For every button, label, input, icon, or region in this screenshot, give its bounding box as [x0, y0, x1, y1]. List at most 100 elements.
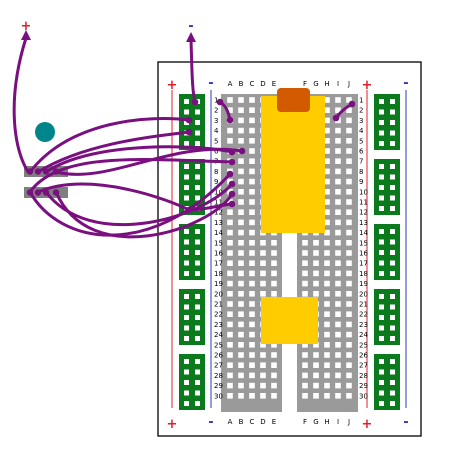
rail-hole[interactable] — [379, 401, 384, 406]
breadboard-hole[interactable] — [271, 393, 277, 399]
breadboard-hole[interactable] — [238, 321, 244, 328]
breadboard-hole[interactable] — [249, 342, 255, 348]
breadboard-hole[interactable] — [324, 321, 330, 328]
rail-hole[interactable] — [379, 206, 384, 211]
rail-hole[interactable] — [195, 401, 200, 406]
wire-endpoint[interactable] — [228, 158, 236, 166]
breadboard-hole[interactable] — [271, 342, 277, 348]
breadboard-hole[interactable] — [324, 250, 330, 256]
breadboard-hole[interactable] — [335, 250, 341, 256]
breadboard-hole[interactable] — [324, 189, 330, 195]
breadboard-hole[interactable] — [335, 97, 341, 103]
breadboard-hole[interactable] — [260, 260, 266, 266]
connector-pin[interactable] — [34, 168, 42, 175]
breadboard-hole[interactable] — [227, 321, 233, 328]
rail-hole[interactable] — [184, 260, 189, 266]
rail-hole[interactable] — [379, 239, 384, 245]
breadboard-hole[interactable] — [335, 372, 341, 379]
rail-hole[interactable] — [379, 336, 384, 341]
rail-hole[interactable] — [390, 401, 395, 406]
breadboard-hole[interactable] — [238, 362, 244, 368]
breadboard-hole[interactable] — [249, 291, 255, 297]
rail-hole[interactable] — [195, 315, 200, 320]
rail-hole[interactable] — [184, 336, 189, 341]
breadboard-hole[interactable] — [346, 342, 352, 348]
rail-hole[interactable] — [390, 120, 395, 125]
breadboard-hole[interactable] — [238, 178, 244, 185]
breadboard-hole[interactable] — [324, 301, 330, 307]
breadboard-hole[interactable] — [302, 291, 308, 297]
rail-hole[interactable] — [390, 304, 395, 310]
rail-hole[interactable] — [379, 195, 384, 201]
rail-hole[interactable] — [390, 390, 395, 396]
breadboard-hole[interactable] — [313, 270, 319, 277]
breadboard-hole[interactable] — [238, 393, 244, 399]
breadboard-hole[interactable] — [335, 280, 341, 287]
breadboard-hole[interactable] — [271, 280, 277, 287]
breadboard-hole[interactable] — [335, 362, 341, 368]
breadboard-hole[interactable] — [249, 393, 255, 399]
breadboard-hole[interactable] — [249, 352, 255, 358]
breadboard-hole[interactable] — [346, 219, 352, 226]
rail-hole[interactable] — [195, 130, 200, 136]
breadboard-hole[interactable] — [260, 382, 266, 389]
breadboard-hole[interactable] — [335, 342, 341, 348]
breadboard-hole[interactable] — [238, 209, 244, 215]
rail-hole[interactable] — [379, 130, 384, 136]
breadboard-hole[interactable] — [324, 199, 330, 205]
breadboard-hole[interactable] — [324, 219, 330, 226]
breadboard-hole[interactable] — [249, 372, 255, 379]
rail-hole[interactable] — [390, 325, 395, 331]
breadboard-hole[interactable] — [260, 372, 266, 379]
breadboard-hole[interactable] — [324, 342, 330, 348]
breadboard-hole[interactable] — [313, 342, 319, 348]
rail-hole[interactable] — [379, 369, 384, 375]
breadboard-hole[interactable] — [227, 219, 233, 226]
breadboard-hole[interactable] — [238, 107, 244, 113]
wire-d[interactable] — [54, 147, 244, 176]
breadboard-hole[interactable] — [227, 362, 233, 368]
breadboard-hole[interactable] — [346, 209, 352, 215]
breadboard-hole[interactable] — [313, 382, 319, 389]
breadboard-hole[interactable] — [238, 138, 244, 144]
breadboard-hole[interactable] — [249, 189, 255, 195]
breadboard-hole[interactable] — [346, 260, 352, 266]
breadboard-hole[interactable] — [346, 382, 352, 389]
breadboard-hole[interactable] — [238, 97, 244, 103]
rail-hole[interactable] — [379, 390, 384, 396]
breadboard-hole[interactable] — [260, 250, 266, 256]
breadboard-hole[interactable] — [249, 178, 255, 185]
rail-hole[interactable] — [390, 229, 395, 234]
breadboard-hole[interactable] — [302, 352, 308, 358]
breadboard-hole[interactable] — [335, 321, 341, 328]
rail-hole[interactable] — [184, 401, 189, 406]
wire-endpoint[interactable] — [238, 147, 246, 155]
rail-hole[interactable] — [390, 239, 395, 245]
breadboard-hole[interactable] — [335, 127, 341, 134]
breadboard-hole[interactable] — [249, 97, 255, 103]
breadboard-hole[interactable] — [302, 362, 308, 368]
rail-hole[interactable] — [184, 271, 189, 276]
rail-hole[interactable] — [195, 174, 200, 180]
breadboard-hole[interactable] — [249, 148, 255, 154]
breadboard-hole[interactable] — [346, 291, 352, 297]
rail-hole[interactable] — [184, 304, 189, 310]
breadboard-hole[interactable] — [346, 168, 352, 175]
breadboard-hole[interactable] — [313, 260, 319, 266]
breadboard-hole[interactable] — [324, 331, 330, 338]
rail-hole[interactable] — [390, 380, 395, 385]
breadboard-hole[interactable] — [335, 291, 341, 297]
rail-hole[interactable] — [195, 185, 200, 190]
rail-hole[interactable] — [379, 109, 384, 115]
breadboard-hole[interactable] — [346, 178, 352, 185]
breadboard-hole[interactable] — [249, 219, 255, 226]
rail-hole[interactable] — [390, 109, 395, 115]
breadboard-hole[interactable] — [302, 280, 308, 287]
ic-chip-tab[interactable] — [277, 88, 310, 112]
breadboard-hole[interactable] — [227, 97, 233, 103]
rail-hole[interactable] — [390, 141, 395, 146]
breadboard-hole[interactable] — [238, 311, 244, 317]
rail-hole[interactable] — [390, 250, 395, 255]
breadboard-hole[interactable] — [249, 158, 255, 164]
breadboard-hole[interactable] — [346, 393, 352, 399]
